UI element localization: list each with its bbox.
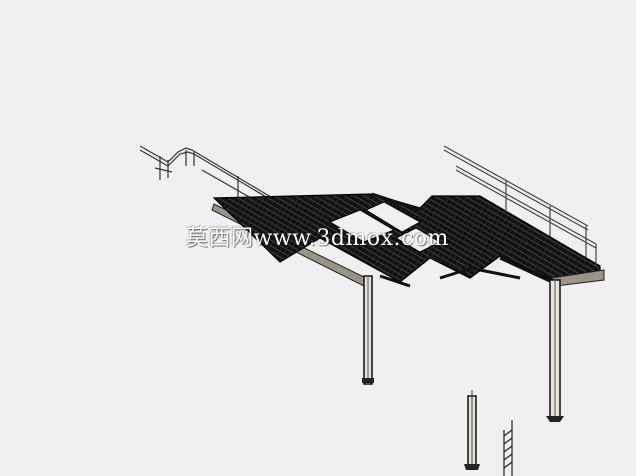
deck-opening-3 [394, 227, 442, 253]
deck-opening-2 [364, 201, 422, 233]
right-column [546, 279, 564, 422]
deck-opening-1 [328, 209, 396, 243]
left-column [362, 275, 374, 385]
access-ladder [503, 420, 513, 476]
right-handrail [443, 145, 597, 266]
watermark-logo: 莫西网www.3dmox.com [186, 226, 449, 251]
standalone-post [464, 390, 480, 470]
